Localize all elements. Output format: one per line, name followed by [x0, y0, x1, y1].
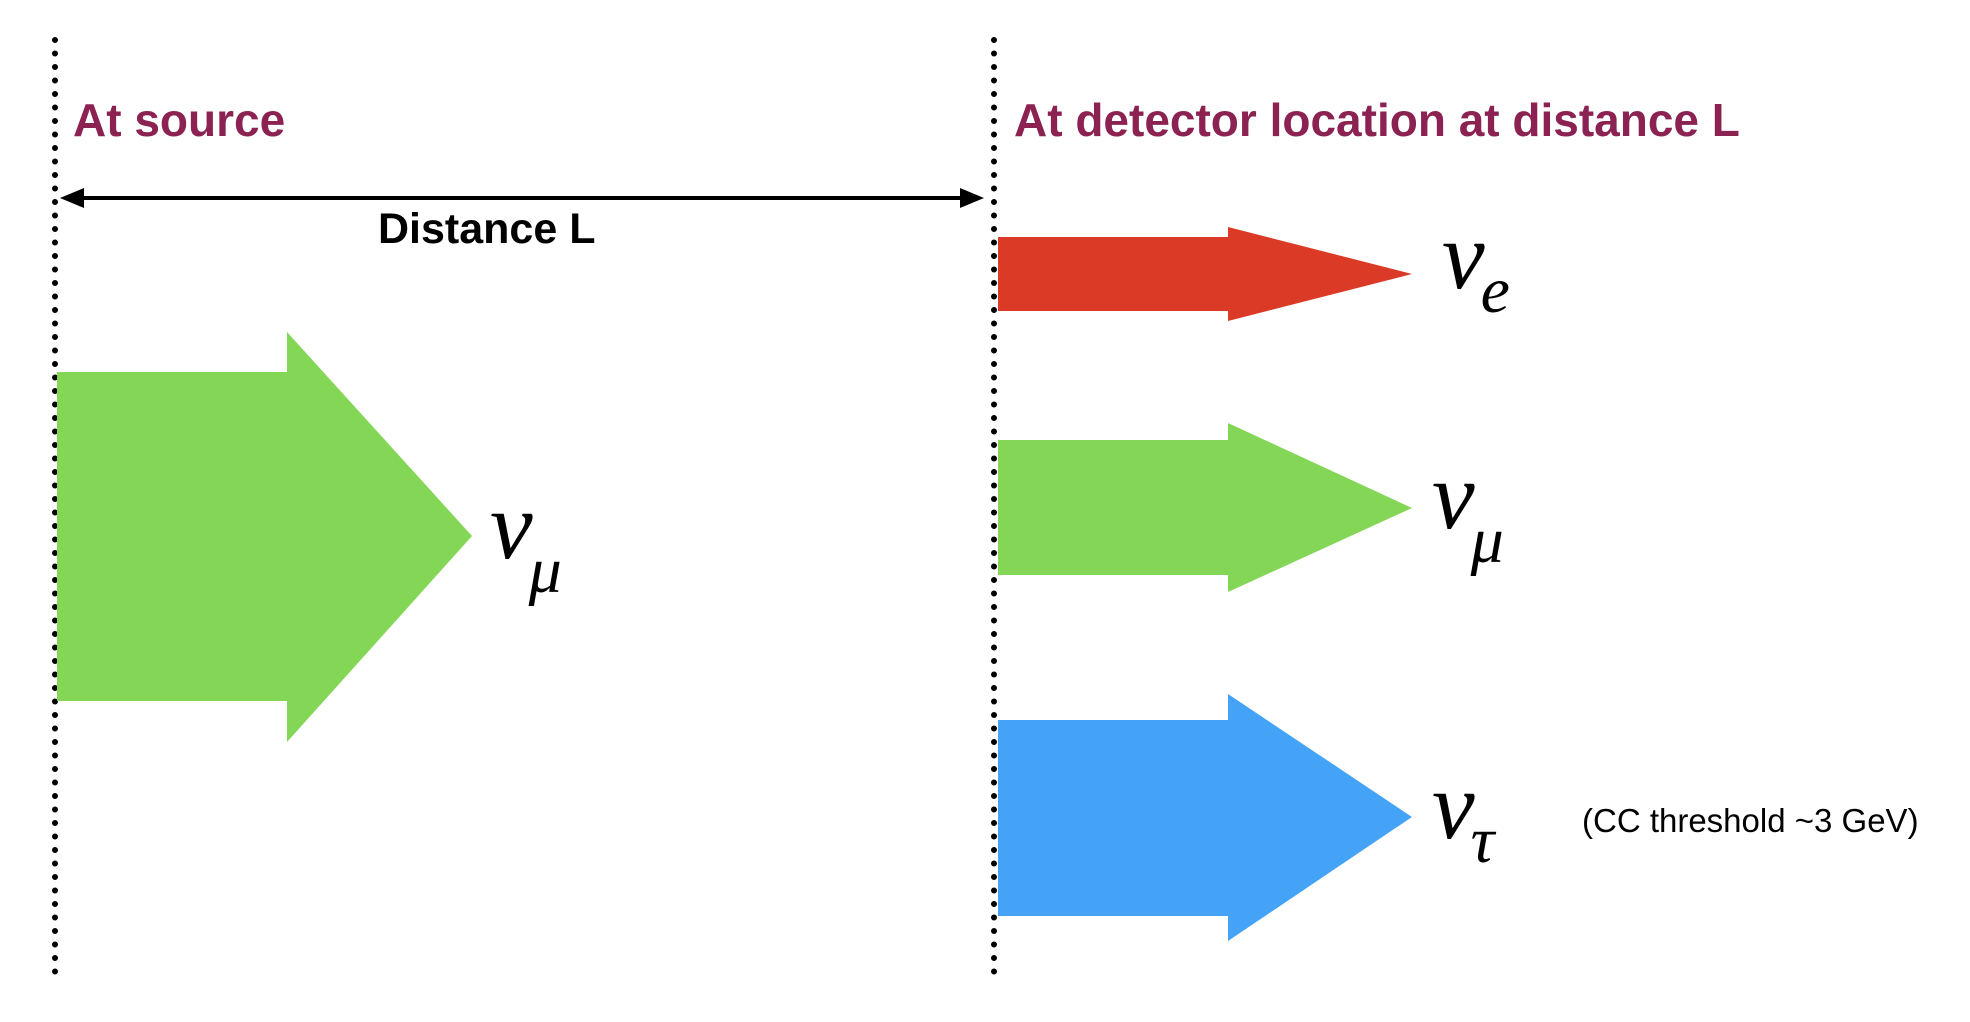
distance-label: Distance L — [378, 205, 595, 253]
tau-neutrino-label: ντ — [1432, 752, 1497, 877]
electron-neutrino-label: νe — [1442, 202, 1510, 327]
cc-threshold-note: (CC threshold ~3 GeV) — [1582, 802, 1919, 839]
e-subscript: e — [1481, 254, 1510, 327]
distance-arrow — [60, 188, 984, 208]
source-muon-label: νμ — [490, 472, 562, 607]
tau-neutrino-arrow — [998, 694, 1412, 941]
nu-symbol: ν — [1432, 752, 1475, 859]
nu-symbol: ν — [1442, 202, 1485, 309]
source-muon-arrow — [57, 332, 472, 742]
mu-subscript: μ — [528, 534, 562, 607]
detector-heading: At detector location at distance L — [1014, 94, 1740, 146]
muon-neutrino-label: νμ — [1432, 442, 1504, 577]
electron-neutrino-arrow — [998, 227, 1412, 321]
tau-subscript: τ — [1471, 804, 1497, 877]
muon-neutrino-arrow — [998, 423, 1412, 592]
nu-symbol: ν — [490, 472, 533, 579]
nu-symbol: ν — [1432, 442, 1475, 549]
source-heading: At source — [73, 94, 285, 146]
mu-subscript: μ — [1470, 504, 1504, 577]
